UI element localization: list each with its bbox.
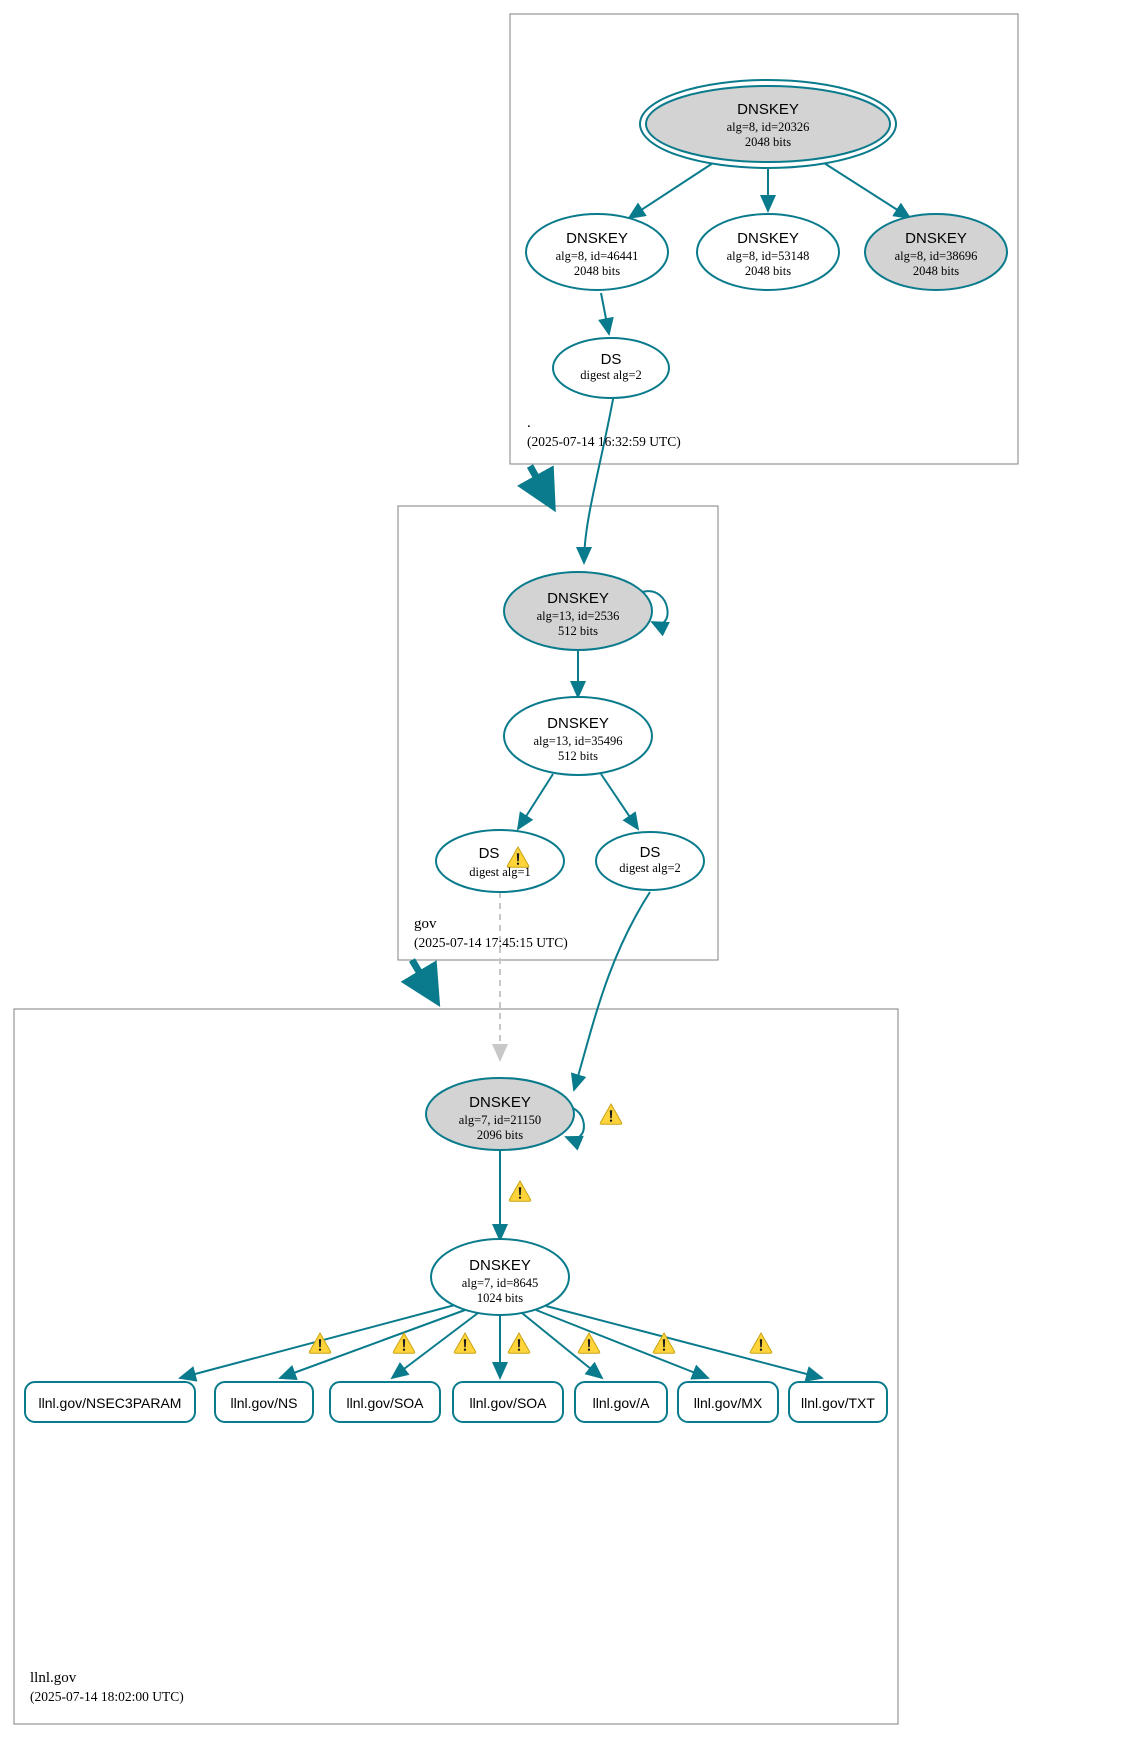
node-root-ksk-20326[interactable]: DNSKEY alg=8, id=20326 2048 bits [639,79,897,169]
rrset-label: llnl.gov/NS [231,1395,298,1411]
node-line3: 1024 bits [477,1291,523,1305]
zone-box-root [509,13,1019,465]
node-title: DNSKEY [737,101,799,118]
rrset-txt[interactable]: llnl.gov/TXT [788,1381,888,1423]
zone-timestamp-gov: (2025-07-14 17:45:15 UTC) [414,935,568,950]
node-title: DNSKEY [566,230,628,247]
node-gov-ds-2[interactable]: DS digest alg=2 [595,831,705,891]
node-line2: digest alg=2 [580,368,642,382]
node-line2: digest alg=1 [469,865,531,879]
edge-gov-zsk-to-ds2 [600,773,640,831]
node-line3: 2048 bits [745,264,791,278]
rrset-nsec3param[interactable]: llnl.gov/NSEC3PARAM [24,1381,196,1423]
node-line3: 2096 bits [477,1128,523,1142]
node-line2: alg=8, id=46441 [556,249,639,263]
edge-trust-root-to-gov [517,464,556,513]
edge-root-ksk-to-38696 [823,162,912,220]
edge-llnl-zsk-to-a [521,1312,604,1380]
node-line2: alg=7, id=21150 [459,1113,541,1127]
node-gov-ds-1[interactable]: DS digest alg=1 [435,829,565,893]
rrset-ns[interactable]: llnl.gov/NS [214,1381,314,1423]
node-llnl-ksk-21150[interactable]: DNSKEY alg=7, id=21150 2096 bits [425,1077,575,1151]
node-line3: 2048 bits [574,264,620,278]
node-title: DNSKEY [469,1257,531,1274]
node-title: DNSKEY [547,715,609,732]
node-line2: alg=13, id=2536 [537,609,620,623]
node-line3: 512 bits [558,749,598,763]
node-line3: 2048 bits [913,264,959,278]
zone-label-gov: gov [414,916,437,932]
node-title: DNSKEY [905,230,967,247]
edge-gov-ksk-self [641,590,670,637]
warning-triangle-icon-rr-txt [749,1332,773,1354]
rrset-a[interactable]: llnl.gov/A [574,1381,668,1423]
edge-llnl-zsk-to-txt [545,1305,824,1382]
warning-triangle-icon-llnl-ksk [599,1103,623,1125]
node-line2: alg=13, id=35496 [533,734,622,748]
node-title: DNSKEY [737,230,799,247]
warning-triangle-icon-llnl-ksk-to-zsk [508,1180,532,1202]
node-title: DS [640,844,661,861]
rrset-label: llnl.gov/SOA [469,1395,547,1411]
edge-llnl-zsk-to-soa-1 [390,1312,479,1380]
node-title: DS [601,351,622,368]
rrset-soa-1[interactable]: llnl.gov/SOA [329,1381,441,1423]
warning-triangle-icon-rr-soa-1 [453,1332,477,1354]
warning-triangle-icon-rr-a [577,1332,601,1354]
node-title: DNSKEY [547,590,609,607]
rrset-label: llnl.gov/MX [694,1395,763,1411]
node-root-zsk-53148[interactable]: DNSKEY alg=8, id=53148 2048 bits [696,213,840,291]
edge-gov-ds2-to-llnl-ksk [570,891,651,1092]
node-title: DS [479,845,500,862]
rrset-label: llnl.gov/A [593,1395,650,1411]
rrset-soa-2[interactable]: llnl.gov/SOA [452,1381,564,1423]
rrset-label: llnl.gov/TXT [801,1395,875,1411]
rrset-label: llnl.gov/SOA [346,1395,424,1411]
node-line3: 2048 bits [745,135,791,149]
node-gov-zsk-35496[interactable]: DNSKEY alg=13, id=35496 512 bits [503,696,653,776]
zone-timestamp-root: (2025-07-14 16:32:59 UTC) [527,434,681,449]
zone-timestamp-llnlgov: (2025-07-14 18:02:00 UTC) [30,1689,184,1704]
node-line2: alg=8, id=53148 [727,249,810,263]
edge-llnl-zsk-to-ns [278,1309,466,1380]
rrset-mx[interactable]: llnl.gov/MX [677,1381,779,1423]
edge-root-46441-to-ds [598,292,614,336]
edge-root-ksk-to-46441 [627,162,714,220]
edge-gov-zsk-to-ds1 [516,773,554,831]
node-root-zsk-38696[interactable]: DNSKEY alg=8, id=38696 2048 bits [864,213,1008,291]
zone-label-llnlgov: llnl.gov [30,1670,77,1686]
edge-llnl-zsk-to-mx [535,1309,710,1380]
zone-label-root: . [527,415,531,431]
zone-box-gov [397,505,719,961]
edge-root-ds-to-gov-ksk [576,393,615,565]
node-root-ds-2[interactable]: DS digest alg=2 [552,337,670,399]
rrset-label: llnl.gov/NSEC3PARAM [39,1395,182,1411]
node-line3: 512 bits [558,624,598,638]
node-root-zsk-46441[interactable]: DNSKEY alg=8, id=46441 2048 bits [525,213,669,291]
warning-triangle-icon-rr-mx [652,1332,676,1354]
node-title: DNSKEY [469,1094,531,1111]
node-llnl-zsk-8645[interactable]: DNSKEY alg=7, id=8645 1024 bits [430,1238,570,1316]
node-line2: alg=8, id=38696 [895,249,978,263]
node-gov-ksk-2536[interactable]: DNSKEY alg=13, id=2536 512 bits [503,571,653,651]
warning-triangle-icon-rr-soa-2 [507,1332,531,1354]
node-line2: digest alg=2 [619,861,681,875]
node-line2: alg=8, id=20326 [727,120,810,134]
zone-box-llnlgov [13,1008,899,1725]
node-line2: alg=7, id=8645 [462,1276,539,1290]
edge-trust-gov-to-llnlgov [400,958,441,1008]
